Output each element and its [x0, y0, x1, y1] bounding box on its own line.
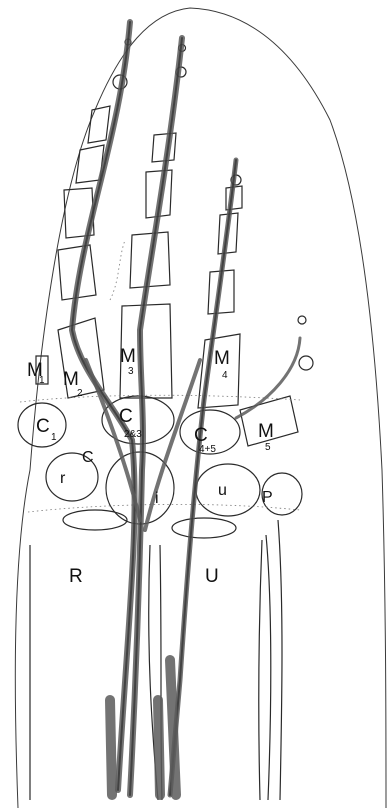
ulnar-sesamoid-bone: [172, 518, 236, 538]
pisiform-rod: [266, 520, 282, 800]
label-radiale: r: [60, 470, 66, 487]
label-M2-sub: 2: [77, 388, 83, 399]
label-ulnare: u: [218, 482, 227, 499]
label-M5: M: [258, 421, 274, 442]
label-M4: M: [214, 348, 230, 369]
digit-2-phalanx-4: [88, 106, 110, 143]
digit-5-tip-small: [298, 316, 306, 324]
label-M2: M: [63, 369, 79, 390]
label-C1-sub: 1: [51, 432, 57, 443]
digit-5-tip: [299, 356, 313, 370]
label-radius: R: [69, 566, 83, 587]
label-ulna: U: [205, 566, 219, 587]
label-M3: M: [120, 346, 136, 367]
label-M3-sub: 3: [128, 366, 134, 377]
label-M4-sub: 4: [222, 370, 228, 381]
label-M5-sub: 5: [265, 442, 271, 453]
label-C1: C: [36, 416, 50, 437]
label-C23: C: [119, 406, 133, 427]
label-M1-sub: 1: [39, 375, 45, 386]
label-pisiform: P: [262, 489, 273, 506]
label-C45: C: [194, 425, 208, 446]
label-C-centrale: C: [82, 449, 94, 466]
ulnare-bone: [196, 464, 260, 516]
label-intermedium: i: [155, 490, 159, 507]
label-C45-sub: 4+5: [199, 444, 216, 455]
centrale-bone: [63, 510, 127, 530]
stipple-crease: [110, 240, 125, 300]
stipple-row-lower: [28, 504, 300, 512]
label-C23-sub: 2&3: [124, 429, 142, 440]
